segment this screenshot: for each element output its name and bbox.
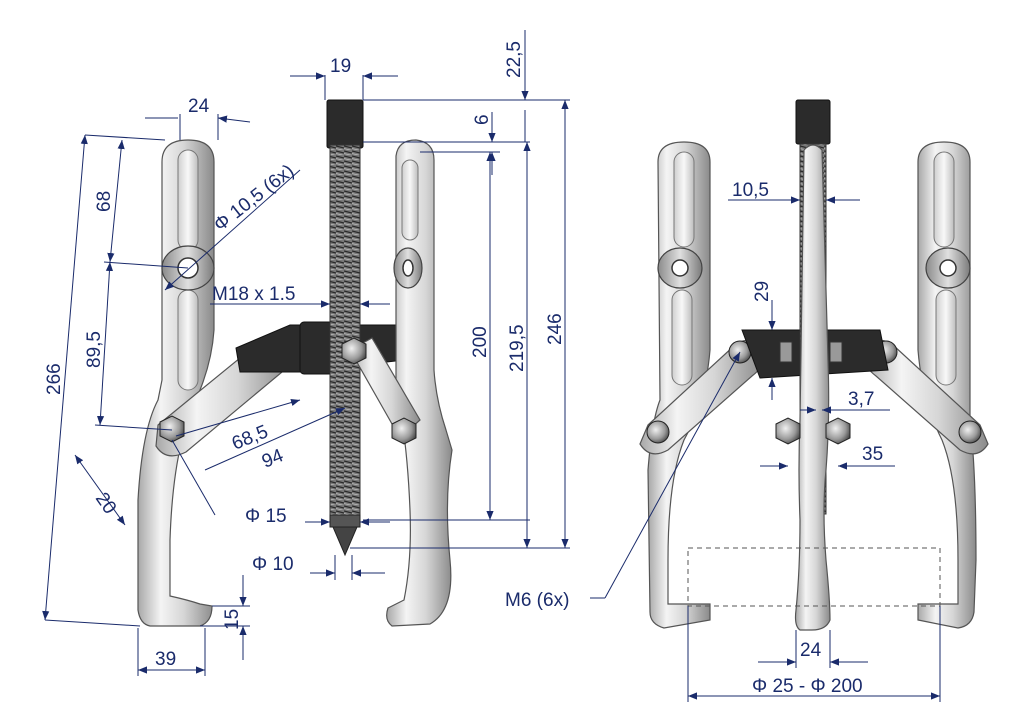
dim-phi-10: Φ 10: [252, 554, 294, 575]
dim-6: 6: [472, 114, 493, 125]
front-right-jaw: [917, 141, 977, 629]
dim-3-7: 3,7: [848, 389, 874, 410]
front-left-jaw: [647, 141, 711, 629]
dim-thread: M18 x 1.5: [212, 284, 295, 305]
left-dimensions: [42, 30, 570, 676]
dim-39: 39: [155, 649, 176, 670]
dim-246: 246: [545, 313, 566, 345]
dim-22-5: 22,5: [504, 41, 525, 78]
dim-m6: M6 (6x): [505, 590, 569, 611]
dim-19: 19: [330, 56, 351, 77]
dim-266: 266: [44, 363, 65, 395]
dim-hole-diameter: Φ 10,5 (6x): [210, 161, 298, 236]
dim-89-5: 89,5: [84, 331, 105, 368]
left-view: 19 22,5 6 24 68 Φ 10,5 (6x) 266 89,5 M18…: [42, 30, 570, 676]
right-view: 10,5 29 3,7 35 M6 (6x) 24 Φ 25 - Φ 200: [505, 99, 989, 702]
dim-94: 94: [259, 445, 287, 473]
dim-24-top: 24: [188, 96, 210, 117]
dim-219-5: 219,5: [507, 324, 528, 372]
dim-200: 200: [470, 326, 491, 358]
left-jaw-arm: [137, 139, 215, 627]
dim-20: 20: [91, 489, 120, 518]
dim-68: 68: [94, 191, 115, 212]
dim-29: 29: [752, 281, 773, 302]
front-center-jaw: [775, 99, 851, 631]
right-jaw-arm: [341, 139, 453, 627]
dim-15: 15: [222, 609, 243, 630]
workpiece-outline: [687, 547, 941, 607]
left-spindle: [326, 99, 364, 557]
dim-phi-15: Φ 15: [245, 506, 287, 527]
dim-range: Φ 25 - Φ 200: [752, 676, 863, 697]
dim-24-bottom: 24: [800, 640, 822, 661]
dim-35: 35: [862, 444, 883, 465]
dim-10-5: 10,5: [732, 180, 769, 201]
right-dimensions: [590, 196, 941, 702]
